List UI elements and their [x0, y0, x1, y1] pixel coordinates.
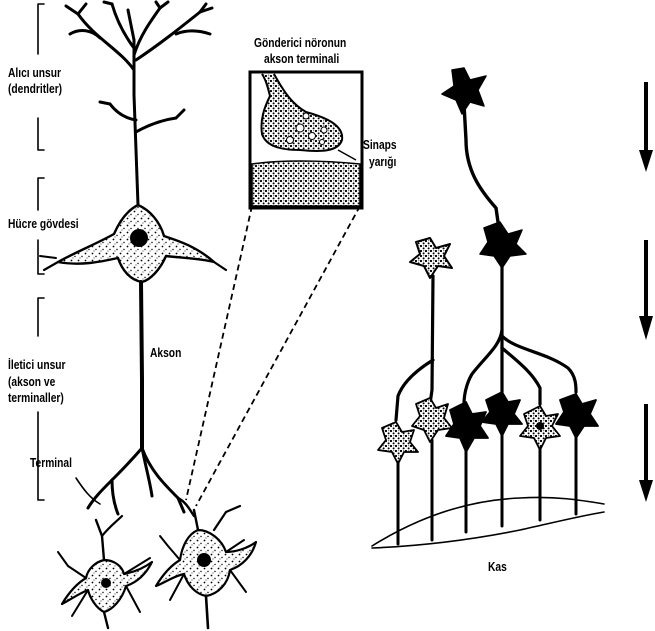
arrow-down-icon	[639, 240, 653, 340]
muscle-line-upper	[372, 497, 604, 546]
axon-terminals	[88, 448, 184, 514]
terminal-pointer	[76, 478, 100, 504]
arrow-down-icon	[639, 82, 653, 172]
network	[372, 68, 604, 548]
bottom-neurons	[378, 392, 598, 464]
target-cell-left	[58, 516, 152, 628]
label-synapse-2: yarığı	[369, 155, 396, 170]
nucleus	[130, 229, 148, 247]
label-terminal: Terminal	[30, 456, 72, 471]
label-receiving-sub: (dendritler)	[8, 82, 62, 97]
synapse-inset	[250, 72, 362, 208]
motor-axons	[398, 434, 576, 544]
middle-neuron-right	[480, 222, 526, 268]
left-neuron	[38, 2, 256, 628]
label-transmitting: İletici unsur	[8, 358, 66, 373]
label-transmitting-sub1: (akson ve	[8, 375, 55, 390]
target-cell-right	[156, 498, 256, 628]
label-synapse-1: Sinaps	[363, 138, 397, 153]
label-cell-body: Hücre gövdesi	[8, 217, 79, 232]
muscle-line-lower	[372, 512, 604, 548]
arrow-down-icon	[639, 404, 653, 502]
label-transmitting-sub2: terminaller)	[8, 391, 64, 406]
label-receiving: Alıcı unsur	[8, 66, 61, 81]
label-inset-title-1: Gönderici nöronun	[254, 36, 346, 51]
flow-arrows	[639, 82, 653, 502]
label-inset-title-2: akson terminali	[264, 52, 339, 67]
axon	[141, 282, 142, 448]
zoom-lines	[186, 206, 360, 506]
label-axon: Akson	[150, 346, 181, 361]
label-muscle: Kas	[488, 560, 507, 575]
middle-neuron-left	[410, 238, 452, 278]
dendrite-tree	[66, 2, 212, 205]
